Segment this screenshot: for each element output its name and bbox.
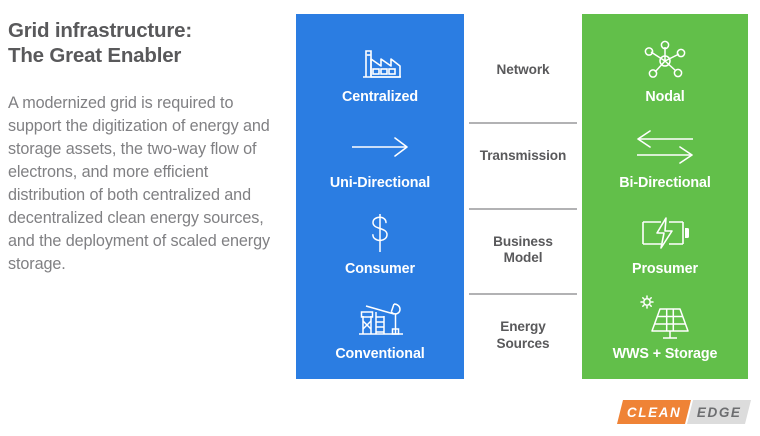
center-row-energy-sources: Energy Sources	[464, 293, 582, 379]
panel-cell-prosumer: Prosumer	[582, 208, 748, 294]
logo-secondary-text: EDGE	[696, 404, 742, 420]
center-row-label: Network	[496, 62, 550, 77]
arrow-right-icon	[349, 122, 411, 172]
network-nodes-icon	[641, 36, 689, 86]
panel-cell-label: WWS + Storage	[612, 346, 718, 363]
center-row-network: Network	[464, 36, 582, 122]
center-row-label: Energy Sources	[496, 319, 550, 351]
dollar-sign-icon	[365, 208, 395, 258]
clean-edge-logo: CLEAN EDGE	[617, 400, 751, 424]
panel-cell-centralized: Centralized	[296, 36, 464, 122]
logo-secondary: EDGE	[687, 400, 751, 424]
center-row-label: Transmission	[479, 147, 567, 163]
panel-cell-uni-directional: Uni-Directional	[296, 122, 464, 208]
left-text-block: Grid infrastructure: The Great Enabler A…	[8, 18, 273, 276]
panel-cell-conventional: Conventional	[296, 293, 464, 379]
logo-primary: CLEAN	[617, 400, 691, 424]
center-row-label: Business Model	[493, 233, 553, 266]
center-row-business-model: Business Model	[464, 207, 582, 294]
right-panel-modern-grid: Nodal Bi-Directional	[582, 14, 748, 379]
panel-cell-label: Centralized	[342, 89, 418, 105]
page-title: Grid infrastructure: The Great Enabler	[8, 19, 192, 67]
panel-cell-label: Bi-Directional	[619, 174, 711, 191]
center-row-transmission: Transmission	[464, 121, 582, 208]
oil-pumpjack-icon	[353, 293, 407, 343]
panel-cell-wws-storage: WWS + Storage	[582, 293, 748, 379]
panel-cell-consumer: Consumer	[296, 208, 464, 294]
panel-cell-label: Conventional	[335, 346, 425, 363]
arrows-bidirectional-icon	[634, 122, 696, 172]
panel-cell-bi-directional: Bi-Directional	[582, 122, 748, 208]
panel-cell-label: Nodal	[645, 89, 685, 105]
solar-panel-icon	[636, 293, 694, 343]
left-panel-conventional-grid: Centralized Uni-Directional Consumer	[296, 14, 464, 379]
panel-cell-nodal: Nodal	[582, 36, 748, 122]
page-body-text: A modernized grid is required to support…	[8, 94, 270, 273]
panel-cell-label: Uni-Directional	[329, 174, 431, 191]
panel-cell-label: Consumer	[345, 260, 415, 277]
panel-cell-label: Prosumer	[632, 260, 698, 277]
factory-icon	[357, 36, 403, 86]
logo-primary-text: CLEAN	[626, 404, 682, 420]
center-category-column: Network Transmission Business Model Ener…	[464, 14, 582, 379]
battery-bolt-icon	[639, 208, 691, 258]
